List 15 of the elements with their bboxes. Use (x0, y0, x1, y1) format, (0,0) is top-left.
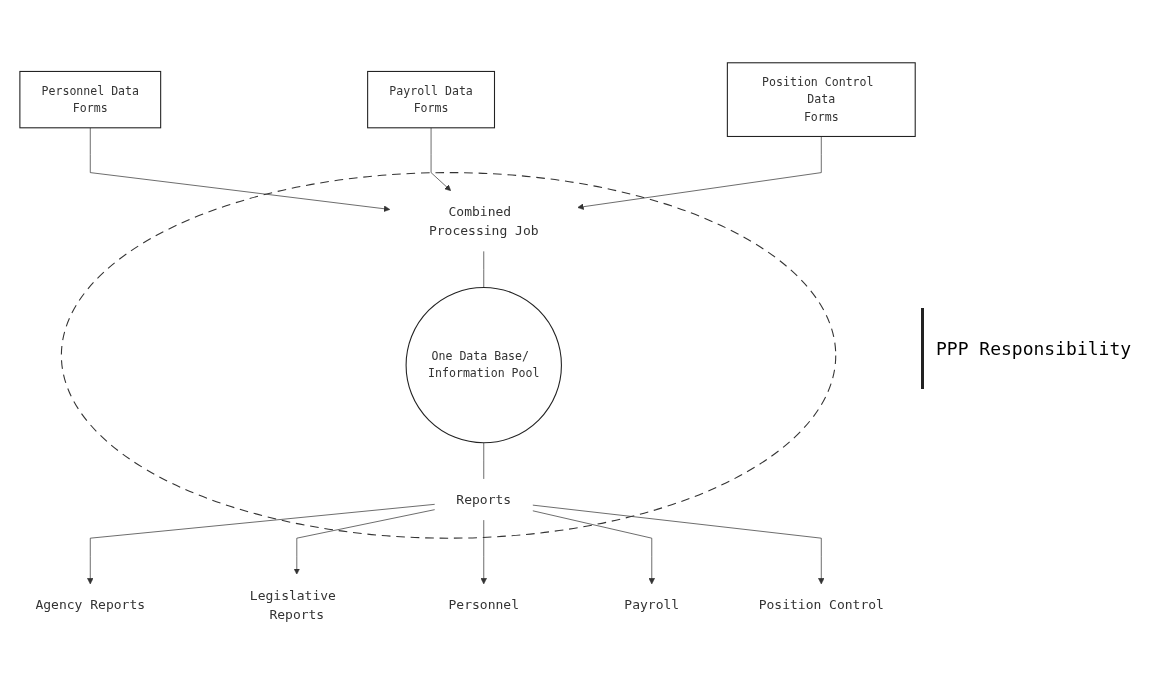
brace-note: PPP Responsibility (921, 308, 1151, 389)
node-circle: One Data Base/ Information Pool (405, 286, 562, 443)
node-box: Payroll Data Forms (367, 70, 496, 128)
node-text: Payroll (624, 596, 680, 612)
connector (483, 250, 485, 288)
node-box: Personnel Data Forms (19, 70, 162, 128)
node-text: Agency Reports (35, 596, 146, 612)
node-text: Reports (456, 491, 512, 507)
node-text: Legislative Reports (249, 586, 336, 622)
node-box: Position Control Data Forms (726, 61, 916, 137)
node-text: Personnel (448, 596, 519, 612)
node-text: Combined Processing Job (428, 203, 539, 238)
node-text: Position Control (758, 596, 884, 612)
cluster (60, 171, 837, 539)
connector (483, 442, 485, 479)
